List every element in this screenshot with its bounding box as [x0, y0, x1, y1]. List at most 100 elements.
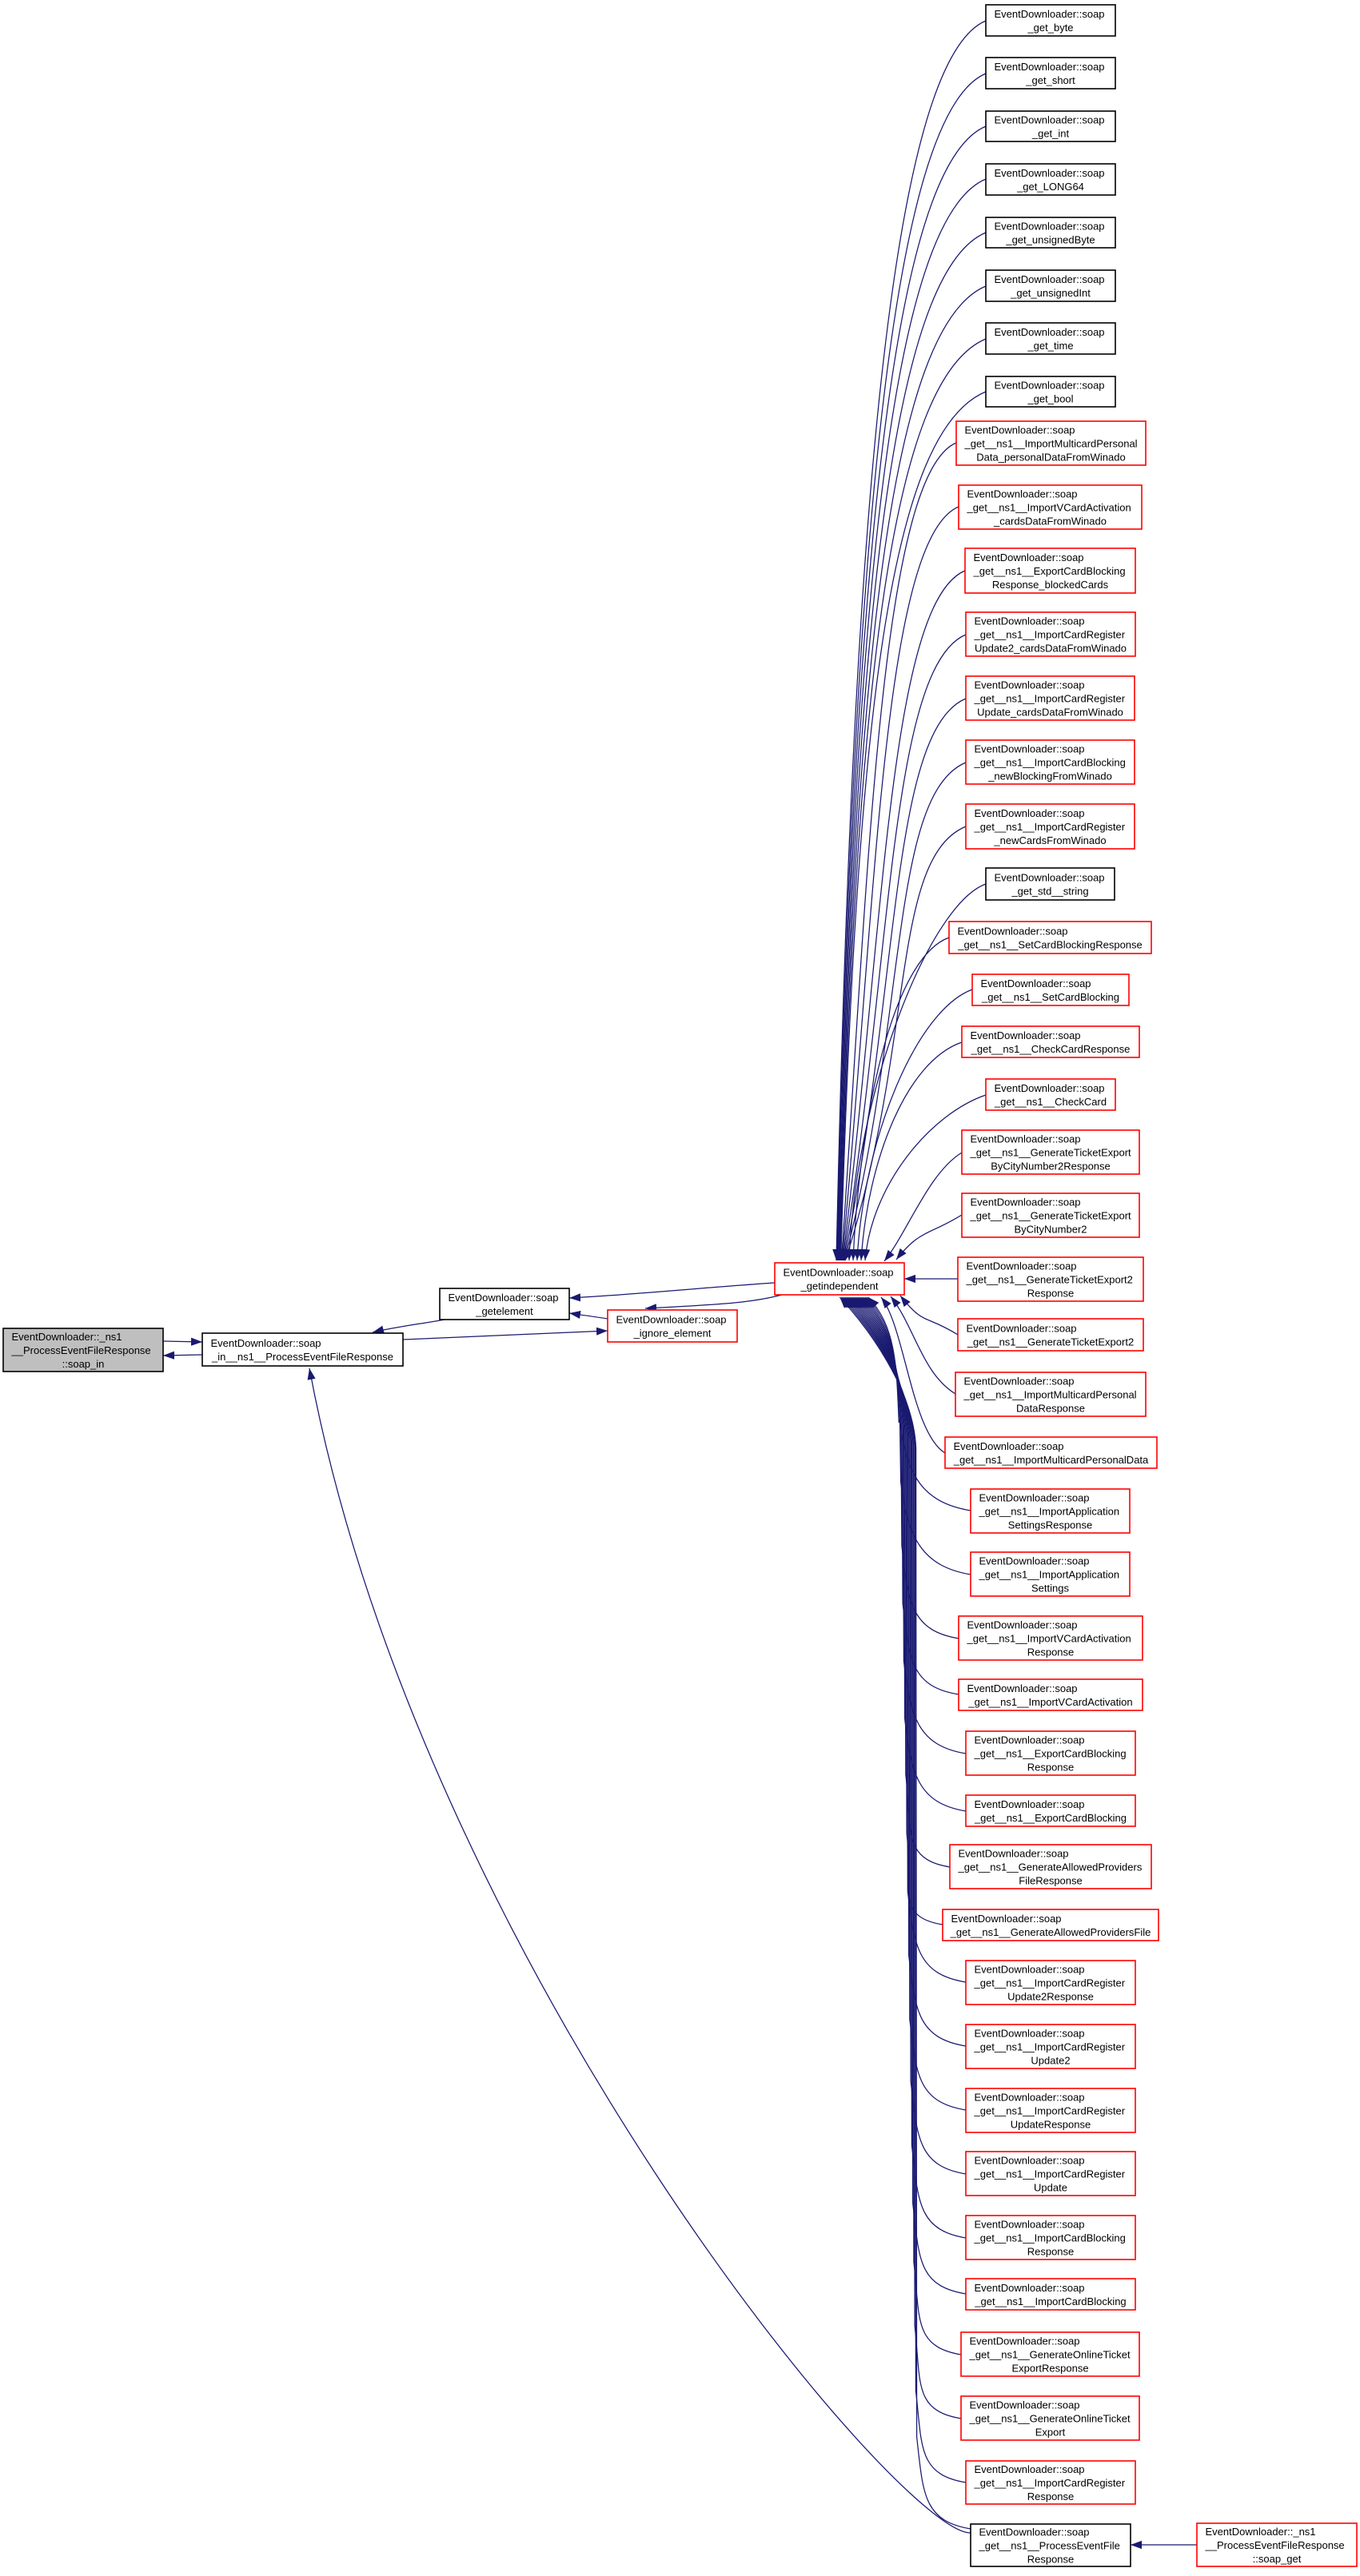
svg-text:EventDownloader::soap: EventDownloader::soap — [975, 615, 1085, 627]
svg-text:Response: Response — [1027, 2490, 1075, 2502]
svg-text:EventDownloader::soap: EventDownloader::soap — [959, 1848, 1069, 1860]
svg-text:_get__ns1__ProcessEventFile: _get__ns1__ProcessEventFile — [979, 2540, 1120, 2552]
svg-text:EventDownloader::soap: EventDownloader::soap — [971, 1196, 1081, 1208]
svg-text:EventDownloader::soap: EventDownloader::soap — [995, 221, 1105, 233]
svg-text:_get__ns1__ImportMulticardPers: _get__ns1__ImportMulticardPersonalData — [953, 1454, 1149, 1466]
svg-text:_get__ns1__SetCardBlocking: _get__ns1__SetCardBlocking — [981, 991, 1119, 1003]
svg-text:_get__ns1__ImportCardRegister: _get__ns1__ImportCardRegister — [974, 2477, 1126, 2489]
svg-text:_newBlockingFromWinado: _newBlockingFromWinado — [987, 770, 1112, 782]
svg-text:_get__ns1__ImportCardRegister: _get__ns1__ImportCardRegister — [974, 821, 1126, 833]
svg-text:EventDownloader::soap: EventDownloader::soap — [995, 61, 1105, 73]
svg-text:EventDownloader::soap: EventDownloader::soap — [975, 1964, 1085, 1976]
svg-text:EventDownloader::soap: EventDownloader::soap — [211, 1337, 321, 1349]
svg-text:_get__ns1__CheckCard: _get__ns1__CheckCard — [994, 1096, 1107, 1108]
svg-text:EventDownloader::soap: EventDownloader::soap — [975, 2155, 1085, 2167]
svg-text:_get_unsignedInt: _get_unsignedInt — [1010, 287, 1091, 299]
svg-text:EventDownloader::soap: EventDownloader::soap — [970, 2399, 1080, 2411]
svg-text:Data_personalDataFromWinado: Data_personalDataFromWinado — [976, 452, 1125, 464]
svg-text:UpdateResponse: UpdateResponse — [1011, 2119, 1091, 2131]
svg-text:_get__ns1__GenerateOnlineTicke: _get__ns1__GenerateOnlineTicket — [969, 2413, 1131, 2425]
svg-text:_get__ns1__GenerateTicketExpor: _get__ns1__GenerateTicketExport2 — [967, 1336, 1134, 1348]
svg-text:_newCardsFromWinado: _newCardsFromWinado — [993, 834, 1106, 846]
svg-text:_get__ns1__GenerateTicketExpor: _get__ns1__GenerateTicketExport — [970, 1210, 1132, 1222]
svg-text:_get_short: _get_short — [1025, 74, 1075, 86]
svg-text:EventDownloader::soap: EventDownloader::soap — [970, 2335, 1080, 2347]
svg-text:_getindependent: _getindependent — [800, 1280, 879, 1292]
svg-text:Response: Response — [1027, 1762, 1075, 1774]
svg-text:EventDownloader::soap: EventDownloader::soap — [975, 2219, 1085, 2231]
svg-text:EventDownloader::soap: EventDownloader::soap — [967, 1619, 1078, 1631]
svg-text:_get_std__string: _get_std__string — [1011, 886, 1088, 898]
svg-text:_get__ns1__ImportCardRegister: _get__ns1__ImportCardRegister — [974, 629, 1126, 641]
svg-text:DataResponse: DataResponse — [1016, 1403, 1085, 1415]
svg-text:ByCityNumber2Response: ByCityNumber2Response — [991, 1161, 1111, 1173]
svg-text:EventDownloader::_ns1: EventDownloader::_ns1 — [12, 1331, 122, 1343]
svg-text:Response: Response — [1027, 1288, 1075, 1300]
svg-text:_get__ns1__ImportApplication: _get__ns1__ImportApplication — [979, 1569, 1120, 1581]
svg-text:Response: Response — [1027, 1646, 1075, 1658]
svg-text:EventDownloader::soap: EventDownloader::soap — [967, 488, 1078, 500]
svg-text:::soap_in: ::soap_in — [62, 1358, 105, 1370]
svg-text:__ProcessEventFileResponse: __ProcessEventFileResponse — [1205, 2539, 1345, 2551]
svg-text:EventDownloader::soap: EventDownloader::soap — [965, 424, 1075, 436]
svg-text:_get__ns1__ImportCardBlocking: _get__ns1__ImportCardBlocking — [974, 757, 1126, 769]
svg-text:_getelement: _getelement — [475, 1305, 533, 1317]
svg-text:EventDownloader::soap: EventDownloader::soap — [995, 8, 1105, 20]
svg-text:_get__ns1__ImportMulticardPers: _get__ns1__ImportMulticardPersonal — [963, 1389, 1137, 1401]
svg-text:_get__ns1__ImportCardRegister: _get__ns1__ImportCardRegister — [974, 2105, 1126, 2117]
svg-text:EventDownloader::soap: EventDownloader::soap — [979, 1555, 1090, 1567]
svg-text:EventDownloader::soap: EventDownloader::soap — [979, 1492, 1090, 1504]
svg-text:_get_int: _get_int — [1031, 128, 1070, 140]
svg-text:_get__ns1__GenerateOnlineTicke: _get__ns1__GenerateOnlineTicket — [969, 2349, 1131, 2361]
svg-text:_get_LONG64: _get_LONG64 — [1016, 181, 1084, 193]
svg-text:EventDownloader::soap: EventDownloader::soap — [995, 273, 1105, 285]
svg-text:_get__ns1__GenerateAllowedProv: _get__ns1__GenerateAllowedProvidersFile — [950, 1926, 1151, 1938]
svg-text:EventDownloader::soap: EventDownloader::soap — [616, 1314, 727, 1326]
svg-text:EventDownloader::soap: EventDownloader::soap — [975, 2463, 1085, 2475]
svg-text:EventDownloader::soap: EventDownloader::soap — [967, 1323, 1077, 1335]
svg-text:EventDownloader::soap: EventDownloader::soap — [975, 1734, 1085, 1746]
svg-text:_get__ns1__ImportMulticardPers: _get__ns1__ImportMulticardPersonal — [964, 438, 1138, 450]
svg-text:Response_blockedCards: Response_blockedCards — [992, 579, 1109, 591]
svg-text:EventDownloader::soap: EventDownloader::soap — [995, 380, 1105, 392]
svg-text:EventDownloader::soap: EventDownloader::soap — [975, 743, 1085, 755]
svg-text:EventDownloader::soap: EventDownloader::soap — [995, 167, 1105, 179]
svg-text:Export: Export — [1035, 2427, 1066, 2439]
svg-text:_get__ns1__ImportCardRegister: _get__ns1__ImportCardRegister — [974, 1977, 1126, 1989]
svg-text:EventDownloader::soap: EventDownloader::soap — [995, 326, 1105, 338]
svg-text:EventDownloader::soap: EventDownloader::soap — [975, 807, 1085, 819]
svg-text:EventDownloader::soap: EventDownloader::soap — [979, 2526, 1090, 2538]
svg-text:_get__ns1__ImportCardBlocking: _get__ns1__ImportCardBlocking — [974, 2232, 1126, 2244]
svg-text:FileResponse: FileResponse — [1019, 1875, 1083, 1887]
svg-text:_in__ns1__ProcessEventFileResp: _in__ns1__ProcessEventFileResponse — [211, 1351, 393, 1363]
svg-text:EventDownloader::soap: EventDownloader::soap — [995, 114, 1105, 126]
svg-text:_get__ns1__ImportCardBlocking: _get__ns1__ImportCardBlocking — [974, 2295, 1126, 2307]
svg-text:Settings: Settings — [1031, 1583, 1069, 1595]
svg-text:EventDownloader::soap: EventDownloader::soap — [975, 679, 1085, 691]
svg-text:_ignore_element: _ignore_element — [633, 1328, 712, 1340]
svg-text:EventDownloader::soap: EventDownloader::soap — [971, 1029, 1081, 1041]
svg-text:_get__ns1__ImportCardRegister: _get__ns1__ImportCardRegister — [974, 2168, 1126, 2180]
svg-text:Update2Response: Update2Response — [1007, 1991, 1094, 2003]
svg-text:_get__ns1__GenerateTicketExpor: _get__ns1__GenerateTicketExport2 — [966, 1274, 1133, 1286]
svg-text:SettingsResponse: SettingsResponse — [1008, 1519, 1093, 1531]
svg-text:_get__ns1__ExportCardBlocking: _get__ns1__ExportCardBlocking — [973, 565, 1126, 577]
svg-text:EventDownloader::soap: EventDownloader::soap — [958, 926, 1068, 938]
svg-text:_get__ns1__ImportVCardActivati: _get__ns1__ImportVCardActivation — [967, 1633, 1131, 1645]
svg-text:EventDownloader::_ns1: EventDownloader::_ns1 — [1206, 2526, 1316, 2538]
svg-text:_get__ns1__ImportApplication: _get__ns1__ImportApplication — [979, 1506, 1120, 1518]
svg-text:EventDownloader::soap: EventDownloader::soap — [971, 1133, 1081, 1145]
svg-text:_get__ns1__ImportVCardActivati: _get__ns1__ImportVCardActivation — [967, 1696, 1132, 1708]
svg-text:_get__ns1__ExportCardBlocking: _get__ns1__ExportCardBlocking — [974, 1748, 1127, 1760]
svg-text:_get__ns1__CheckCardResponse: _get__ns1__CheckCardResponse — [971, 1043, 1131, 1055]
svg-text:EventDownloader::soap: EventDownloader::soap — [975, 1798, 1085, 1810]
svg-text:Response: Response — [1027, 2246, 1075, 2258]
svg-text:_get__ns1__ImportCardRegister: _get__ns1__ImportCardRegister — [974, 693, 1126, 705]
svg-text:EventDownloader::soap: EventDownloader::soap — [449, 1292, 559, 1304]
svg-text:EventDownloader::soap: EventDownloader::soap — [981, 977, 1091, 989]
svg-text:_get__ns1__SetCardBlockingResp: _get__ns1__SetCardBlockingResponse — [957, 939, 1143, 951]
svg-text:_get_bool: _get_bool — [1027, 393, 1073, 405]
svg-text:ExportResponse: ExportResponse — [1011, 2363, 1088, 2375]
svg-text:_get__ns1__ImportCardRegister: _get__ns1__ImportCardRegister — [974, 2041, 1126, 2053]
svg-text:ByCityNumber2: ByCityNumber2 — [1014, 1224, 1087, 1236]
